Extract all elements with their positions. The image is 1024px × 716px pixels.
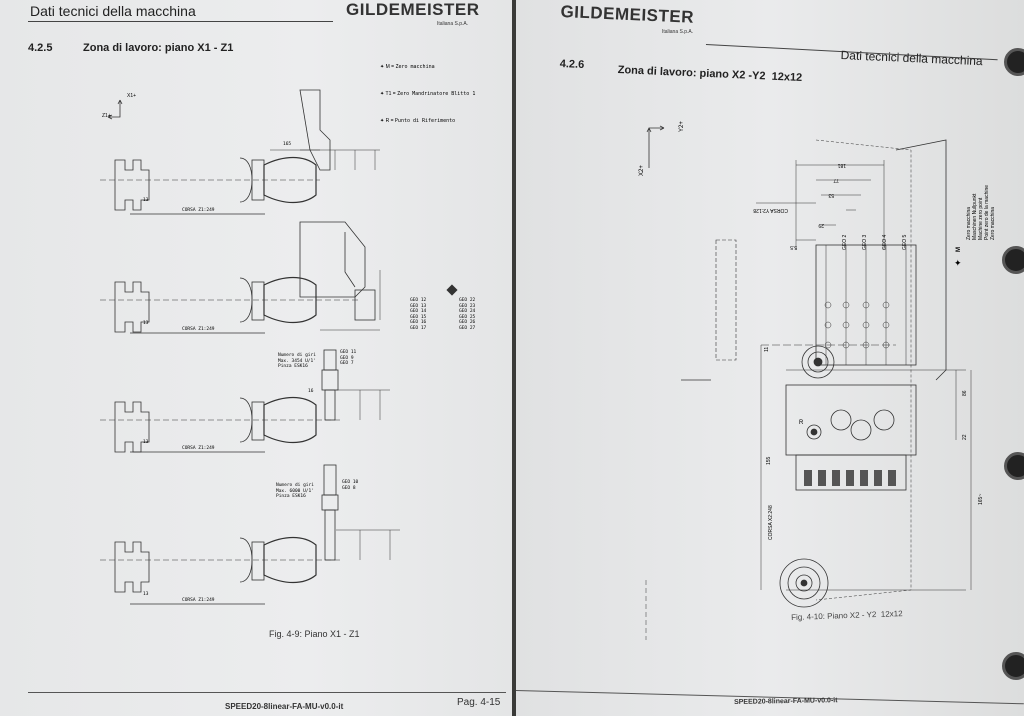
- left-header-title: Dati tecnici della macchina: [30, 3, 196, 19]
- tool2-info: Numero di giri Max. 6000 U/1' Pinza ESK1…: [276, 483, 314, 500]
- dim-5-5: 5.5: [790, 244, 797, 250]
- legend-symbol: R: [385, 118, 390, 124]
- right-technical-drawing: [645, 125, 972, 640]
- geo-label: GEO 3: [862, 234, 868, 250]
- axis-x1-label: X1+: [127, 93, 137, 99]
- left-brand: GILDEMEISTER: [346, 0, 480, 19]
- dim-86: 86: [962, 390, 968, 396]
- geo-label: GEO 27: [459, 325, 476, 331]
- dim-53: 53: [828, 192, 834, 198]
- geo-label: GEO 12: [410, 298, 427, 303]
- geo-label: GEO 17: [410, 325, 427, 331]
- binder-hole: [1004, 48, 1024, 76]
- dim-77: 77: [833, 177, 839, 183]
- stroke-label-2: CORSA Z1:249: [182, 327, 215, 332]
- legend-item-m: ✦ M = Zero macchina: [380, 64, 435, 70]
- stroke-label-3: CORSA Z1:249: [182, 446, 215, 451]
- legend-symbol: M: [956, 247, 962, 252]
- binder-hole: [1004, 452, 1024, 480]
- geo-list-left: GEO 12 GEO 13 GEO 14 GEO 15 GEO 16 GEO 1…: [410, 298, 426, 331]
- right-page: GILDEMEISTER Italiana S.p.A. Dati tecnic…: [516, 0, 1024, 716]
- left-technical-drawing: [0, 0, 512, 716]
- reference-point-label: R: [799, 420, 804, 426]
- legend-text: Zero Mandrinatore Blitto 1: [397, 91, 476, 97]
- geo-label: GEO 16: [410, 320, 427, 325]
- axis-z1-label: Z1+: [102, 113, 111, 119]
- dim-13-3: 13: [143, 440, 149, 445]
- axis-y2-label: Y2+: [679, 121, 685, 132]
- tool-info-line: Max. 3454 U/1': [278, 358, 316, 364]
- zero-symbol-icon: ✦: [380, 91, 385, 97]
- dim-11: 11: [764, 346, 770, 352]
- dim-155: 155: [766, 456, 772, 465]
- right-brand-sub: Italiana S.p.A.: [662, 29, 694, 35]
- zero-symbol-icon: ✦: [954, 258, 962, 268]
- spindle-assembly-4: [100, 464, 400, 605]
- geo-label: GEO 15: [410, 314, 427, 320]
- zero-symbol-icon: ✦: [380, 118, 385, 124]
- binder-hole: [1002, 652, 1024, 680]
- geo-label: GEO 10: [342, 480, 359, 485]
- spindle-assembly-3: [100, 349, 390, 453]
- dim-165: 165~: [978, 493, 984, 505]
- dim-16: 16: [308, 389, 314, 394]
- tool2-geo: GEO 10 GEO 8: [342, 480, 358, 491]
- left-footer-page: Pag. 4-15: [457, 697, 501, 708]
- legend-text: Zero macchina: [990, 206, 996, 240]
- geo-label: GEO 8: [342, 485, 356, 491]
- geo-label: GEO 7: [340, 361, 354, 366]
- tool-info-line: Max. 6000 U/1': [276, 488, 314, 494]
- geo-label: GEO 9: [340, 355, 354, 361]
- binder-hole: [1002, 246, 1024, 274]
- legend-symbol: M: [385, 64, 390, 70]
- dim-13-1: 13: [143, 198, 149, 203]
- stroke-label-4: CORSA Z1:249: [182, 598, 215, 603]
- geo-label: GEO 22: [459, 298, 476, 303]
- geo-label: GEO 11: [340, 350, 357, 355]
- tool-info-line: Numero di giri: [278, 353, 316, 358]
- geo-list-right: GEO 22 GEO 23 GEO 24 GEO 25 GEO 26 GEO 2…: [459, 298, 475, 331]
- tool1-info: Numero di giri Max. 3454 U/1' Pinza ESK1…: [278, 353, 316, 370]
- legend-text: Zero macchina: [395, 64, 435, 70]
- stroke-label-1: CORSA Z1:249: [182, 208, 215, 213]
- tool-info-line: Pinza ESK16: [278, 364, 308, 369]
- geo-label: GEO 26: [459, 320, 476, 325]
- left-header-rule: [28, 21, 333, 22]
- tool-info-line: Pinza ESK16: [276, 494, 306, 499]
- axis-x2-label: X2+: [639, 165, 645, 176]
- left-footer-rule: [28, 692, 506, 693]
- geo-label: GEO 24: [459, 309, 476, 314]
- geo-label: GEO 14: [410, 309, 427, 314]
- dim-181: 181: [837, 162, 846, 168]
- left-legend: ✦ M = Zero macchina ✦ T1 = Zero Mandrina…: [380, 64, 475, 124]
- left-section-number: 4.2.5: [28, 42, 53, 54]
- spindle-assembly-1: [100, 89, 380, 215]
- legend-symbol: T1: [385, 91, 392, 97]
- geo-label: GEO 4: [882, 234, 888, 250]
- left-footer-doc: SPEED20-8linear-FA-MU-v0.0-it: [225, 702, 344, 711]
- stroke-y2: CORSA Y2:128: [753, 207, 788, 213]
- zero-symbol-icon: ✦: [380, 64, 385, 70]
- dim-13-4: 13: [143, 592, 149, 597]
- geo-label: GEO 13: [410, 303, 427, 309]
- stroke-x2: CORSA X2:248: [768, 505, 774, 540]
- legend-item-t1: ✦ T1 = Zero Mandrinatore Blitto 1: [380, 91, 476, 97]
- geo-label: GEO 2: [842, 234, 848, 250]
- dim-13-2: 13: [143, 321, 149, 326]
- tool1-geo: GEO 11 GEO 9 GEO 7: [340, 350, 356, 367]
- spindle-assembly-2: [100, 221, 458, 334]
- dim-29: 29: [818, 222, 824, 228]
- left-page: Dati tecnici della macchina GILDEMEISTER…: [0, 0, 512, 716]
- dim-165: 165: [283, 142, 292, 147]
- legend-text: Punto di Riferimento: [394, 118, 456, 124]
- geo-label: GEO 23: [459, 303, 476, 309]
- left-brand-sub: Italiana S.p.A.: [437, 21, 469, 27]
- geo-label: GEO 25: [459, 314, 476, 320]
- legend-item-r: ✦ R = Punto di Riferimento: [380, 118, 456, 124]
- left-figure-caption: Fig. 4-9: Piano X1 - Z1: [269, 629, 360, 639]
- tool-info-line: Numero di giri: [276, 483, 314, 488]
- dim-22: 22: [962, 434, 968, 440]
- left-section-title: Zona di lavoro: piano X1 - Z1: [83, 42, 234, 54]
- geo-label: GEO 5: [902, 234, 908, 250]
